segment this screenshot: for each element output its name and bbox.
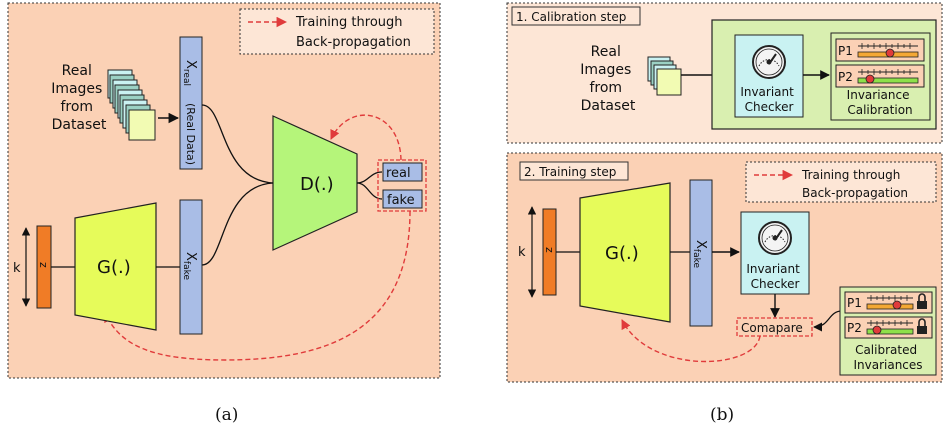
- compare-label: Comapare: [741, 321, 803, 335]
- calibration-title: 1. Calibration step: [516, 10, 626, 24]
- backprop-to-g-arrow-b: [621, 319, 761, 363]
- p2-slider-locked: P2: [844, 316, 933, 339]
- p2-slider-calibration: P2: [835, 64, 925, 88]
- gauge-icon: [752, 45, 786, 79]
- generator-shape-a: [74, 202, 157, 331]
- x-real-label: Xreal: [181, 60, 198, 86]
- legend-box-a: [239, 8, 435, 55]
- backprop-to-d-arrow: [330, 114, 402, 161]
- p1-label-calibration: P1: [838, 44, 853, 58]
- real-images-label-a: Real Images from Dataset: [51, 63, 107, 133]
- d-to-fake-line: [356, 182, 383, 200]
- calibrated-invariances-label: Calibrated Invariances: [853, 343, 922, 372]
- k-label-a: k: [13, 261, 21, 276]
- gauge-icon-2: [758, 221, 792, 255]
- p2-label-locked: P2: [847, 321, 862, 335]
- discriminator-shape: [272, 115, 358, 251]
- generator-label-b: G(.): [605, 243, 639, 264]
- panel-b: 1. Calibration step Real Images from Dat…: [506, 2, 943, 425]
- lock-icon-2: [917, 318, 927, 334]
- invariant-checker-label-2: Invariant Checker: [746, 262, 803, 291]
- lock-icon: [917, 293, 927, 309]
- legend-text-a-2: Back-propagation: [296, 35, 411, 50]
- legend-box-b: [745, 161, 937, 203]
- output-dashed-box: [377, 159, 427, 212]
- discriminator-label: D(.): [300, 174, 334, 195]
- x-fake-label-a: Xfake: [181, 252, 198, 280]
- p1-slider-calibration: P1: [835, 38, 925, 62]
- x-real-vector: [179, 36, 203, 170]
- output-fake-label: fake: [387, 193, 415, 208]
- real-images-label-b: Real Images from Dataset: [580, 44, 636, 114]
- compare-box: [736, 317, 813, 337]
- legend-text-b-2: Back-propagation: [802, 186, 908, 200]
- xfake-to-d-curve: [201, 182, 274, 266]
- caption-a: (a): [215, 405, 238, 425]
- k-label-b: k: [518, 245, 526, 260]
- training-title: 2. Training step: [524, 165, 616, 179]
- x-fake-label-b: Xfake: [691, 240, 708, 268]
- p2-label-calibration: P2: [838, 70, 853, 84]
- p1-slider-locked: P1: [844, 291, 933, 314]
- z-label-a: z: [37, 262, 50, 268]
- output-real-label: real: [386, 166, 411, 181]
- invariant-checker-label-1: Invariant Checker: [740, 85, 797, 114]
- legend-text-a-1: Training through: [295, 15, 403, 30]
- calibrated-to-compare-arrow: [813, 310, 843, 332]
- image-stack-b: [647, 56, 682, 96]
- xreal-to-d-curve: [201, 104, 274, 184]
- x-fake-vector-a: [179, 199, 203, 335]
- legend-text-b-1: Training through: [801, 168, 900, 182]
- calibration-title-box: [511, 6, 641, 26]
- panel-a-background: [7, 2, 441, 379]
- backprop-to-g-arrow: [104, 210, 411, 361]
- output-fake-box: [382, 189, 423, 209]
- training-title-box: [519, 161, 629, 181]
- image-stack-a: [107, 69, 156, 141]
- generator-shape-b: [579, 182, 671, 323]
- output-real-box: [382, 162, 423, 182]
- x-real-note: (Real Data): [184, 103, 197, 165]
- generator-label-a: G(.): [97, 257, 131, 278]
- invariance-calibration-label: Invariance Calibration: [847, 88, 914, 117]
- caption-b: (b): [710, 405, 734, 425]
- x-fake-vector-b: [689, 179, 713, 327]
- z-label-b: z: [543, 247, 556, 253]
- panel-a: Training through Back-propagation Real I…: [7, 2, 441, 425]
- p1-label-locked: P1: [847, 296, 862, 310]
